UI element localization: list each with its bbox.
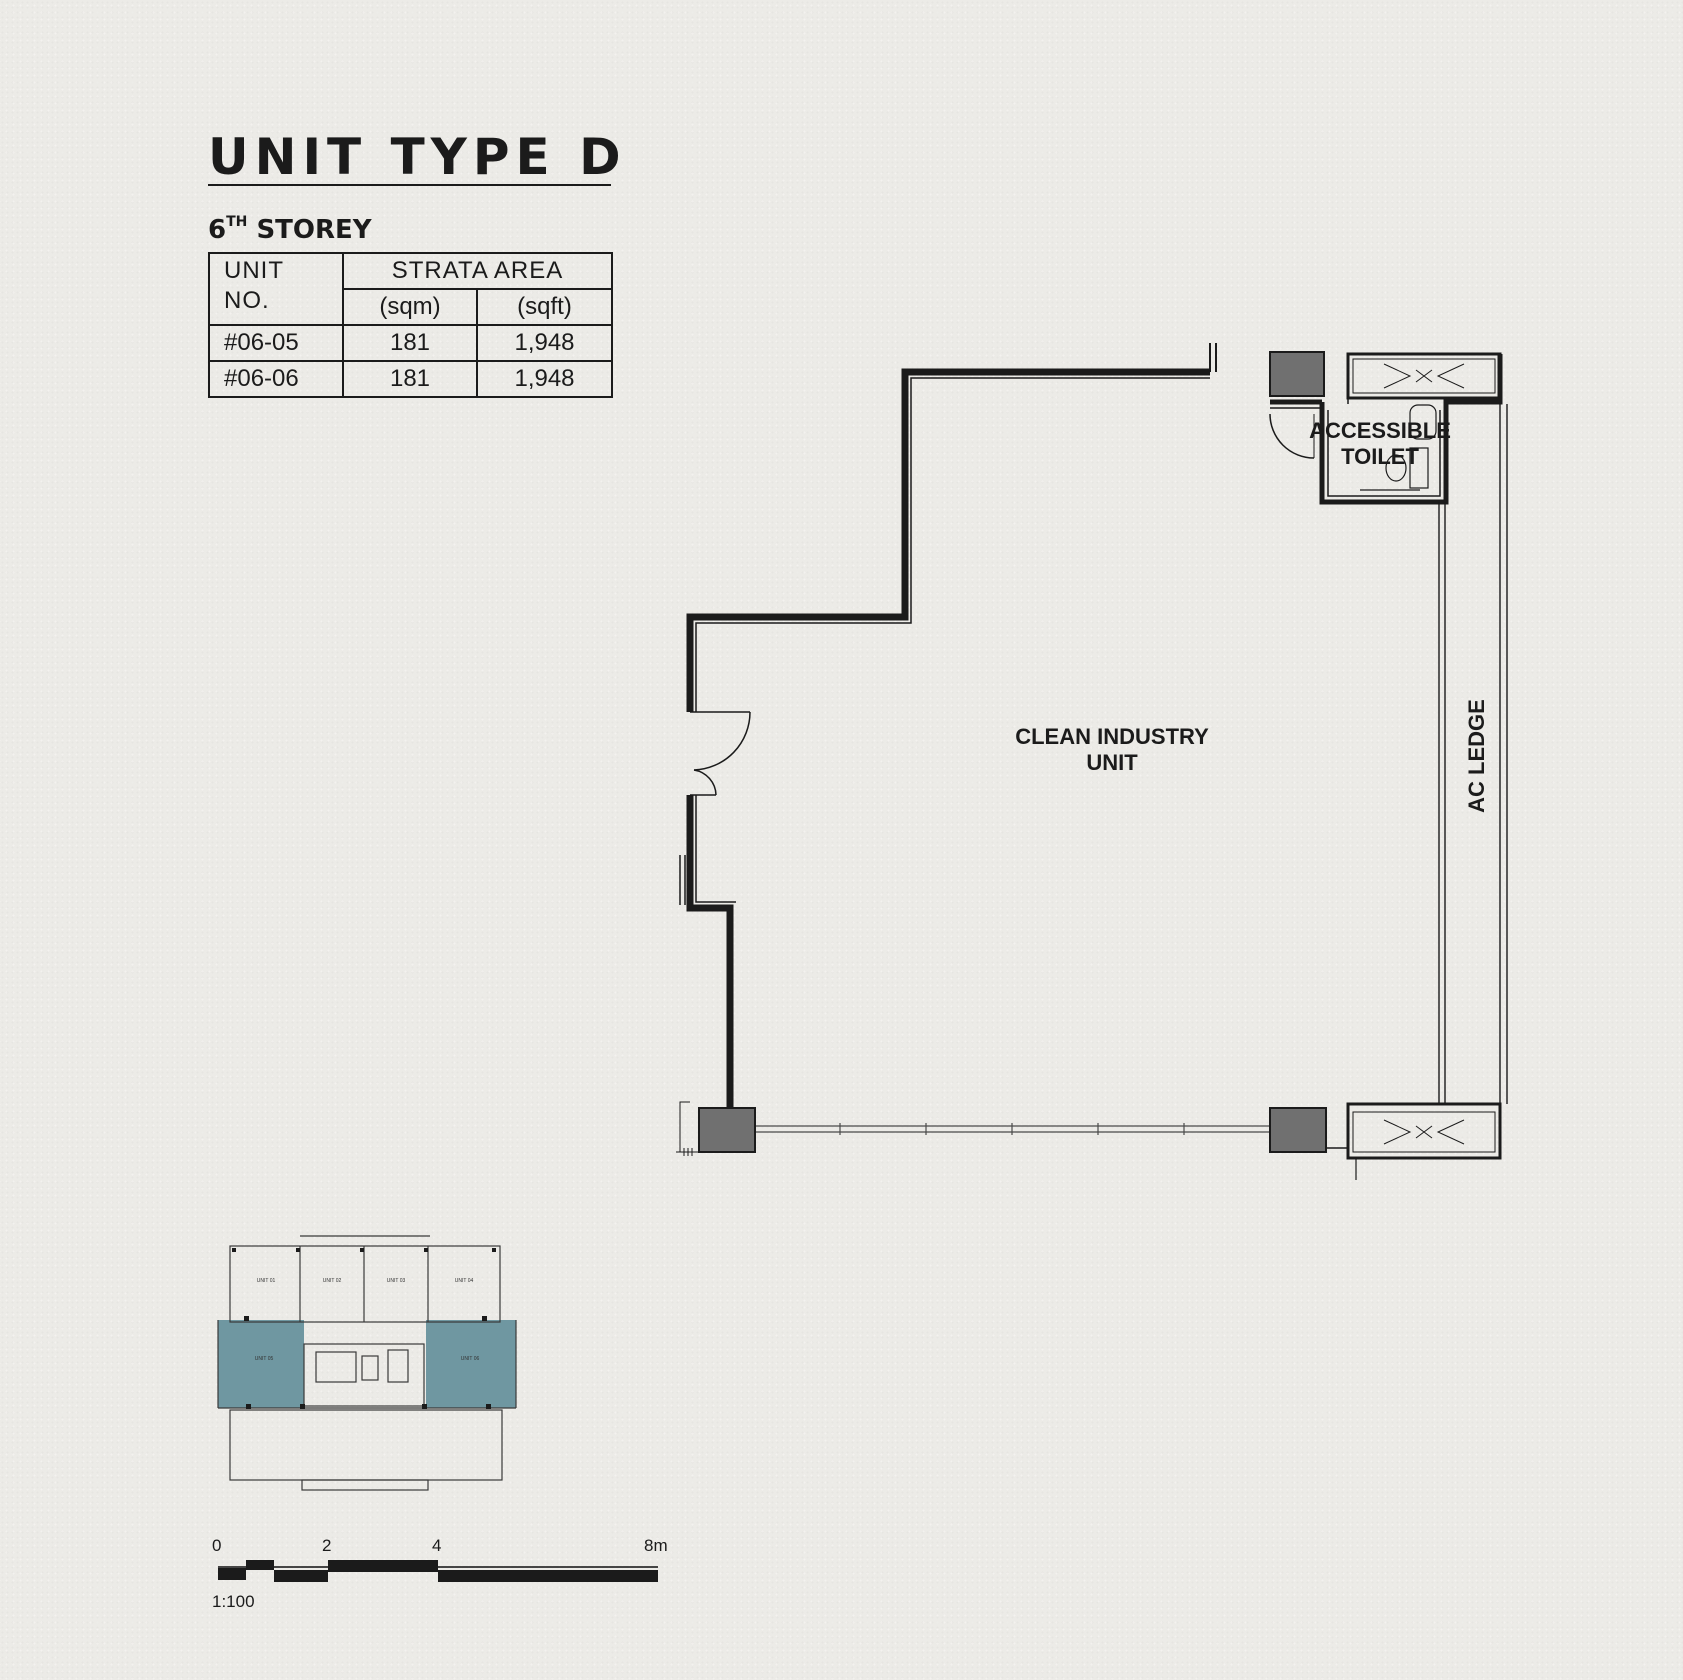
- upper-ac-box: [1346, 352, 1502, 404]
- key-plan-unit-left-highlight: [218, 1320, 304, 1408]
- key-unit-03: UNIT 03: [387, 1278, 406, 1284]
- scale-ratio: 1:100: [212, 1592, 255, 1611]
- scale-tick-8m: 8m: [644, 1536, 668, 1555]
- header-sqft: (sqft): [476, 288, 613, 326]
- label-ac-ledge: AC LEDGE: [1464, 699, 1489, 813]
- key-plan: UNIT 01 UNIT 02 UNIT 03 UNIT 04 UNIT 05 …: [217, 1235, 517, 1491]
- cell-sqm: 181: [342, 360, 478, 398]
- cell-sqft: 1,948: [476, 324, 613, 362]
- key-unit-04: UNIT 04: [455, 1278, 474, 1284]
- header-strata-area: STRATA AREA: [342, 252, 613, 290]
- scale-tick-0: 0: [212, 1536, 222, 1555]
- cell-sqm: 181: [342, 324, 478, 362]
- storey-suffix: TH: [226, 214, 248, 230]
- key-unit-01: UNIT 01: [257, 1278, 276, 1284]
- label-clean-industry: CLEAN INDUSTRY: [1015, 724, 1209, 749]
- label-accessible: ACCESSIBLE: [1309, 418, 1451, 443]
- storey-heading: 6TH STOREY: [208, 214, 372, 245]
- ac-ledge: [1438, 404, 1508, 1104]
- storey-label: STOREY: [256, 215, 372, 245]
- header-unit: UNIT: [224, 257, 284, 284]
- bottom-curtain-wall: [754, 1123, 1270, 1135]
- lower-ac-box: [1326, 1102, 1502, 1180]
- cell-unit: #06-06: [208, 360, 344, 398]
- strata-area-table: UNIT NO. STRATA AREA (sqm) (sqft) #06-05 …: [208, 252, 613, 398]
- header-sqm: (sqm): [342, 288, 478, 326]
- column-bottom-right: [1269, 1107, 1327, 1153]
- table-row: #06-06 181 1,948: [208, 360, 613, 398]
- cell-unit: #06-05: [208, 324, 344, 362]
- storey-number: 6: [208, 215, 227, 245]
- key-unit-06: UNIT 06: [461, 1356, 480, 1362]
- scale-tick-2: 2: [322, 1536, 332, 1555]
- title-underline: [208, 184, 611, 186]
- entry-door: [690, 711, 751, 796]
- label-toilet: TOILET: [1341, 444, 1419, 469]
- header-unit-no: UNIT NO.: [208, 252, 344, 326]
- structural-columns: [698, 351, 1327, 1153]
- scale-bar: [218, 1560, 658, 1582]
- cell-sqft: 1,948: [476, 360, 613, 398]
- page-title: UNIT TYPE D: [208, 128, 627, 186]
- key-unit-05: UNIT 05: [255, 1356, 274, 1362]
- table-row: #06-05 181 1,948: [208, 324, 613, 362]
- key-plan-unit-right-highlight: [426, 1320, 516, 1408]
- header-no: NO.: [224, 287, 270, 314]
- key-unit-02: UNIT 02: [323, 1278, 342, 1284]
- column-bottom-left: [698, 1107, 756, 1153]
- scale-tick-4: 4: [432, 1536, 442, 1555]
- label-unit: UNIT: [1086, 750, 1138, 775]
- column-top-right: [1269, 351, 1325, 397]
- unit-outer-wall: [679, 343, 1217, 1110]
